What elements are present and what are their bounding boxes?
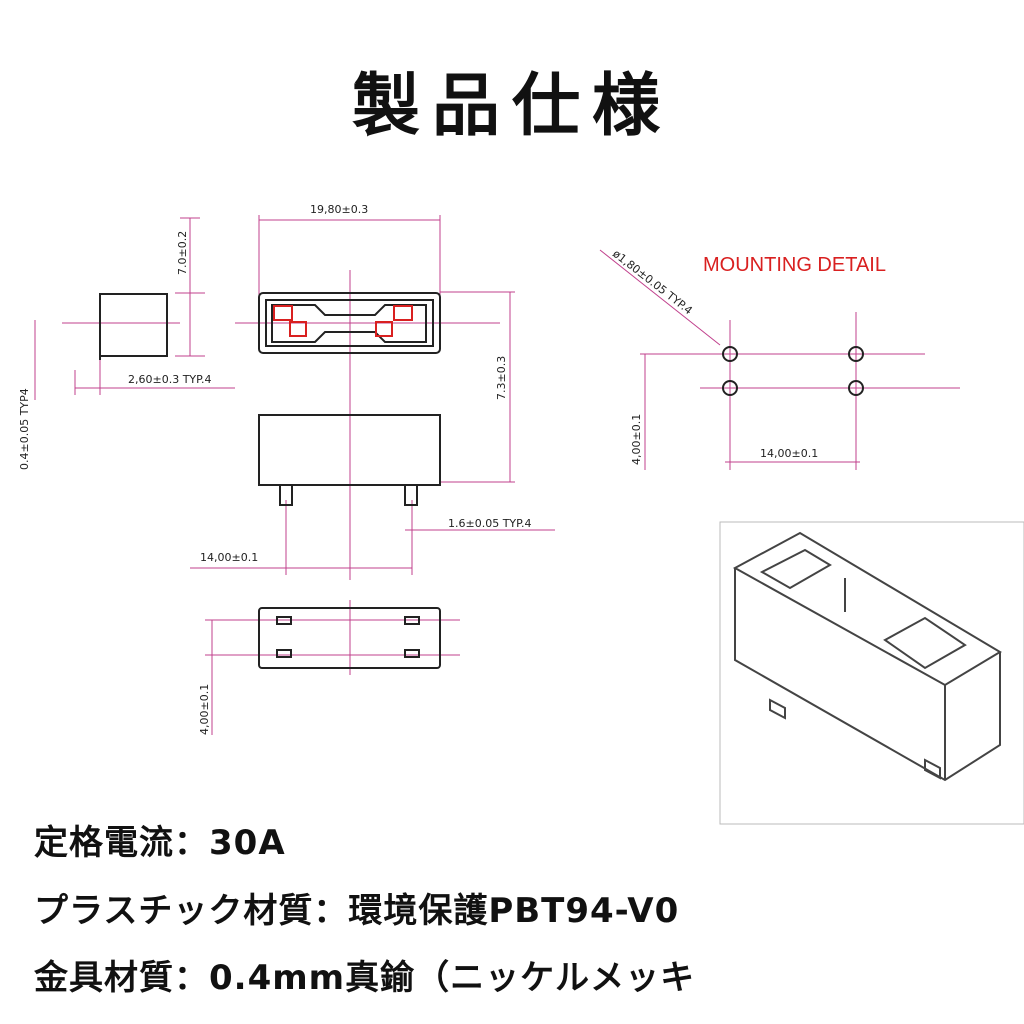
- dim-mount-vertical: 4,00±0.1: [630, 414, 643, 465]
- spec-plastic-material: プラスチック材質：環境保護PBT94-V0: [34, 891, 680, 931]
- mounting-title: MOUNTING DETAIL: [703, 254, 886, 276]
- dim-mount-horizontal: 14,00±0.1: [760, 447, 818, 460]
- dim-body-height: 7.3±0.3: [495, 356, 508, 400]
- spec-metal-material: 金具材質：0.4mm真鍮（ニッケルメッキ: [34, 958, 696, 998]
- spec-rated-current: 定格電流：30A: [34, 823, 286, 863]
- dim-side-height: 7.0±0.2: [176, 231, 189, 275]
- dim-pin-thickness: 0.4±0.05 TYP4: [18, 388, 31, 470]
- dim-pin-offset: 2,60±0.3 TYP.4: [128, 373, 212, 386]
- dim-hole-diameter: ø1,80±0.05 TYP.4: [610, 247, 695, 317]
- dim-pin-pitch: 14,00±0.1: [200, 551, 258, 564]
- dim-bottom-pitch: 4,00±0.1: [198, 684, 211, 735]
- page-title: 製品仕様: [351, 67, 672, 146]
- dim-top-width: 19,80±0.3: [310, 203, 368, 216]
- dim-pin-width: 1.6±0.05 TYP.4: [448, 517, 532, 530]
